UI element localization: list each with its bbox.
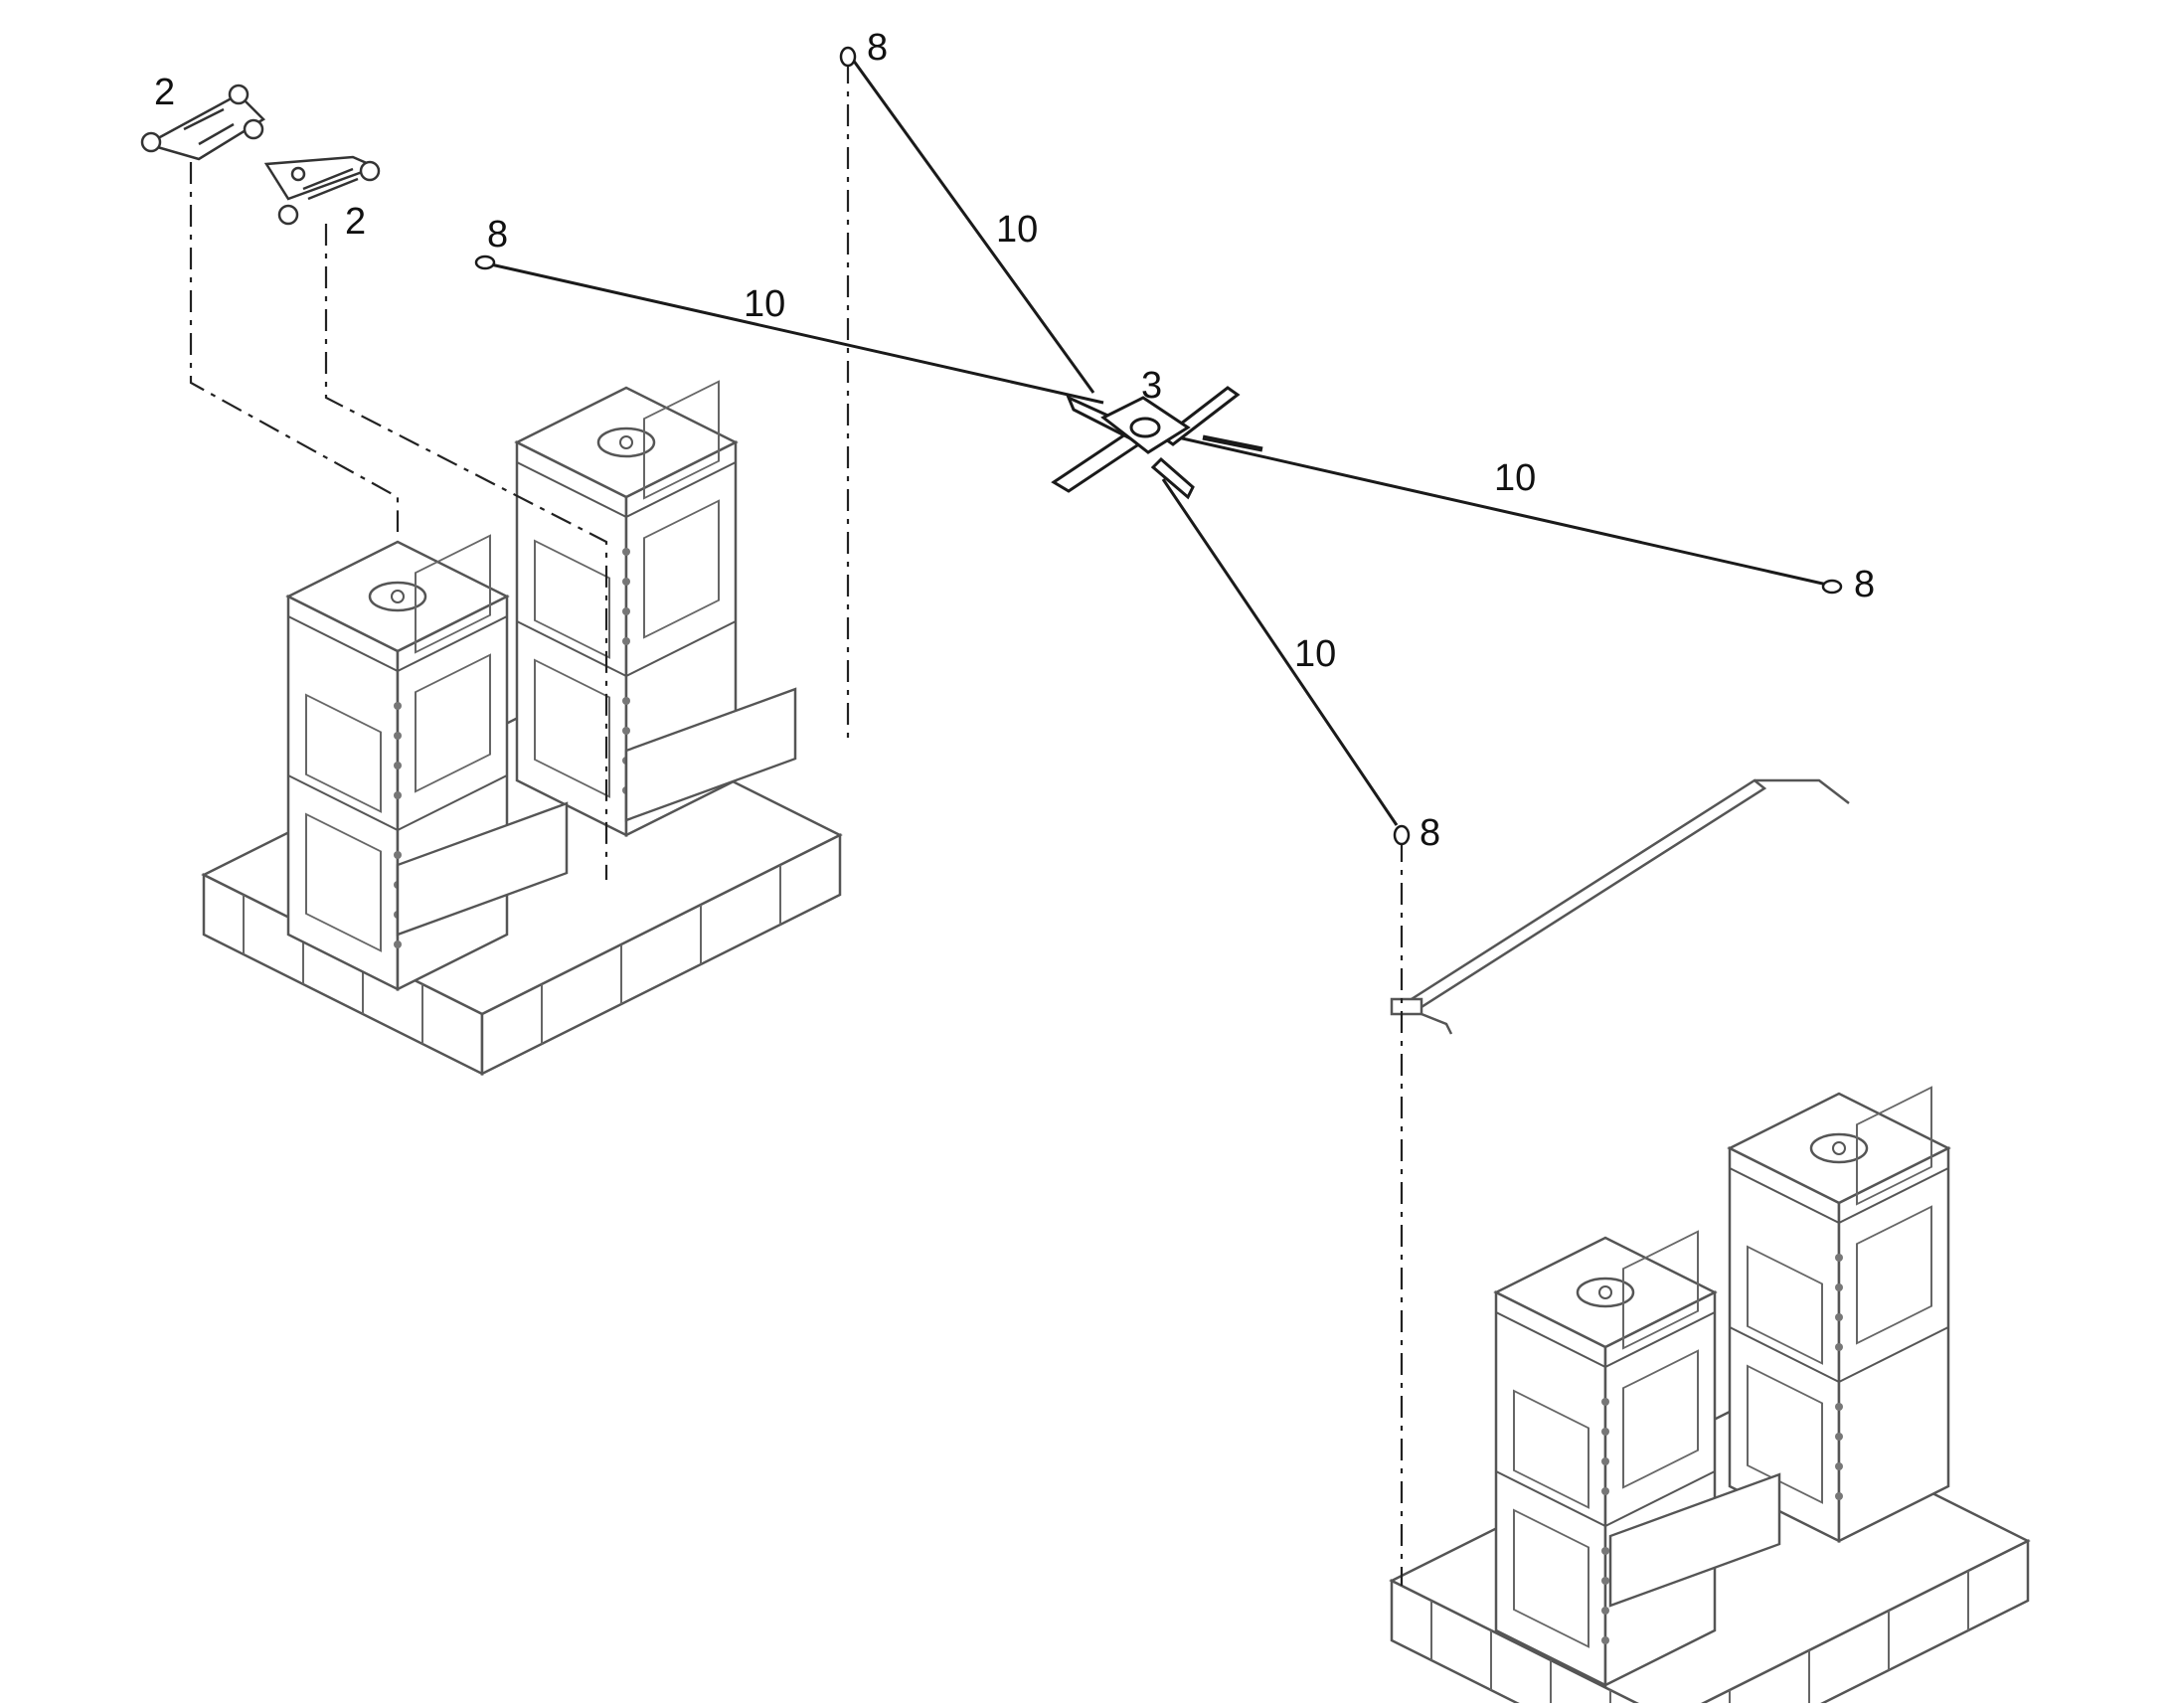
callout-part-8-top: 8 <box>867 27 888 69</box>
callout-part-10-left: 10 <box>744 283 785 325</box>
slings <box>481 59 1828 826</box>
callout-part-10-right: 10 <box>1494 457 1536 499</box>
callout-part-10-lower: 10 <box>1294 633 1336 675</box>
callout-part-3: 3 <box>1141 365 1162 407</box>
spreader-bar <box>1390 778 1850 1035</box>
right-cabinet-assembly <box>1390 1086 2030 1708</box>
callout-part-10-upper: 10 <box>996 209 1038 251</box>
lifting-plate-right <box>263 155 381 226</box>
callout-labels: 2 2 8 8 8 8 10 10 10 10 3 <box>154 27 1875 854</box>
callout-part-2-a: 2 <box>154 72 175 113</box>
lifting-plate-left <box>140 84 266 161</box>
leader-lines <box>189 62 1404 1586</box>
callout-part-8-bottom: 8 <box>1420 812 1440 854</box>
left-cabinet-assembly <box>202 380 842 1076</box>
shackles <box>474 46 1843 846</box>
callout-part-8-left: 8 <box>487 214 508 256</box>
callout-part-2-b: 2 <box>345 201 366 243</box>
callout-part-8-right: 8 <box>1854 564 1875 605</box>
cross-spreader <box>1051 386 1263 500</box>
